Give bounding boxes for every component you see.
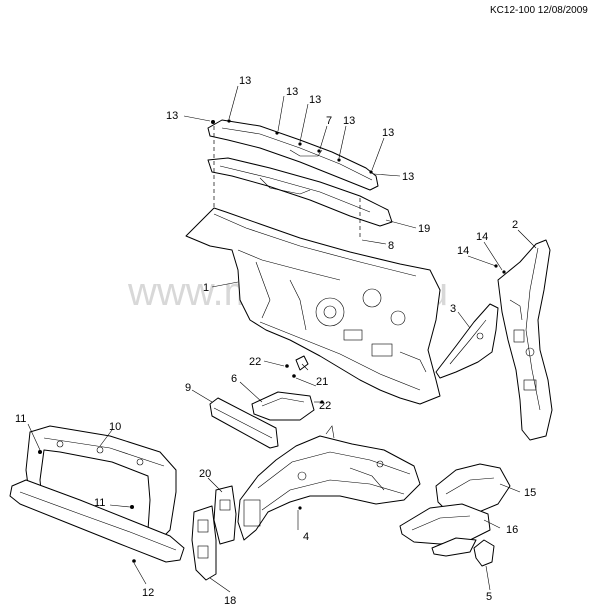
callout-13: 13 xyxy=(309,94,321,106)
callout-14: 14 xyxy=(457,245,469,257)
callout-1: 1 xyxy=(203,282,209,294)
callout-labels: 13 13 13 13 13 13 13 7 19 8 2 14 14 1 3 … xyxy=(15,75,536,607)
callout-13: 13 xyxy=(239,75,251,87)
battery-tray xyxy=(251,391,324,421)
bracket-20 xyxy=(213,485,237,545)
callout-3: 3 xyxy=(450,303,456,315)
callout-19: 19 xyxy=(418,223,430,235)
front-side-rail xyxy=(237,425,421,541)
callout-15: 15 xyxy=(524,487,536,499)
hinge-pillar xyxy=(494,239,553,441)
lower-cross-member xyxy=(9,479,185,563)
lower-cowl-panel xyxy=(207,157,393,227)
callout-13: 13 xyxy=(343,115,355,127)
rail-reinforcement xyxy=(399,503,491,557)
callout-13: 13 xyxy=(382,127,394,139)
callout-13: 13 xyxy=(286,86,298,98)
callout-16: 16 xyxy=(506,524,518,536)
callout-22: 22 xyxy=(319,400,331,412)
callout-11: 11 xyxy=(15,413,26,425)
callout-4: 4 xyxy=(303,531,309,543)
cross-bar xyxy=(209,397,279,449)
callout-21: 21 xyxy=(316,376,328,388)
pillar-reinforcement xyxy=(435,303,499,379)
bracket-18 xyxy=(191,505,217,581)
diagram-code-label: KC12-100 12/08/2009 xyxy=(490,5,588,16)
callout-14: 14 xyxy=(476,231,488,243)
callout-10: 10 xyxy=(109,421,121,433)
callout-8: 8 xyxy=(388,240,394,252)
callout-5: 5 xyxy=(486,591,492,603)
callout-20: 20 xyxy=(199,468,211,480)
callout-7: 7 xyxy=(326,115,332,127)
bracket-small xyxy=(285,355,309,378)
upper-cowl-panel xyxy=(207,119,379,191)
callout-2: 2 xyxy=(512,219,518,231)
callout-22: 22 xyxy=(249,356,261,368)
callout-13: 13 xyxy=(166,110,178,122)
callout-13: 13 xyxy=(402,171,414,183)
callout-18: 18 xyxy=(224,595,236,607)
callout-11: 11 xyxy=(94,497,105,509)
leader-lines xyxy=(27,85,537,593)
small-bracket-5 xyxy=(473,539,495,567)
dash-panel xyxy=(185,207,441,405)
callout-9: 9 xyxy=(185,382,191,394)
callout-12: 12 xyxy=(142,587,154,599)
callout-6: 6 xyxy=(231,373,237,385)
